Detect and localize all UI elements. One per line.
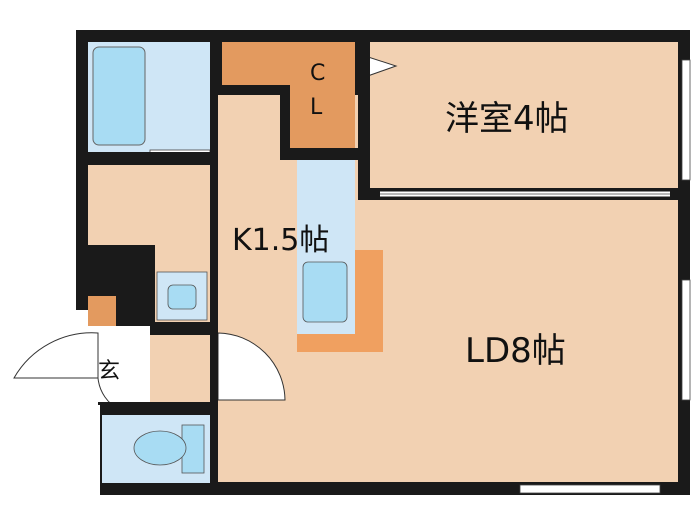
closet-floor (222, 42, 355, 148)
hall-door-arc (217, 332, 286, 401)
entrance-door-arc (13, 332, 99, 379)
wall-center (210, 42, 218, 482)
entrance-hall (150, 335, 210, 405)
window-ld-bottom (519, 484, 661, 494)
ld-label: LD8帖 (465, 331, 566, 371)
western-room-floor (370, 42, 678, 190)
entrance-label: 玄 (98, 359, 120, 384)
washroom-floor (88, 165, 210, 245)
bathtub (92, 46, 146, 146)
entrance-notch-lower (76, 405, 100, 495)
kitchen-label: K1.5帖 (232, 223, 329, 258)
kitchen-sink (302, 261, 348, 323)
closet-label-c: C (310, 61, 325, 86)
closet-label-l: L (310, 95, 323, 120)
toilet-bowl (133, 430, 187, 466)
shoe-cabinet (88, 296, 116, 326)
window-ld-side (681, 279, 691, 401)
window-bedroom (681, 59, 691, 181)
western-room-label: 洋室4帖 (445, 99, 569, 139)
fridge-space (297, 160, 355, 250)
washbasin (167, 284, 197, 310)
